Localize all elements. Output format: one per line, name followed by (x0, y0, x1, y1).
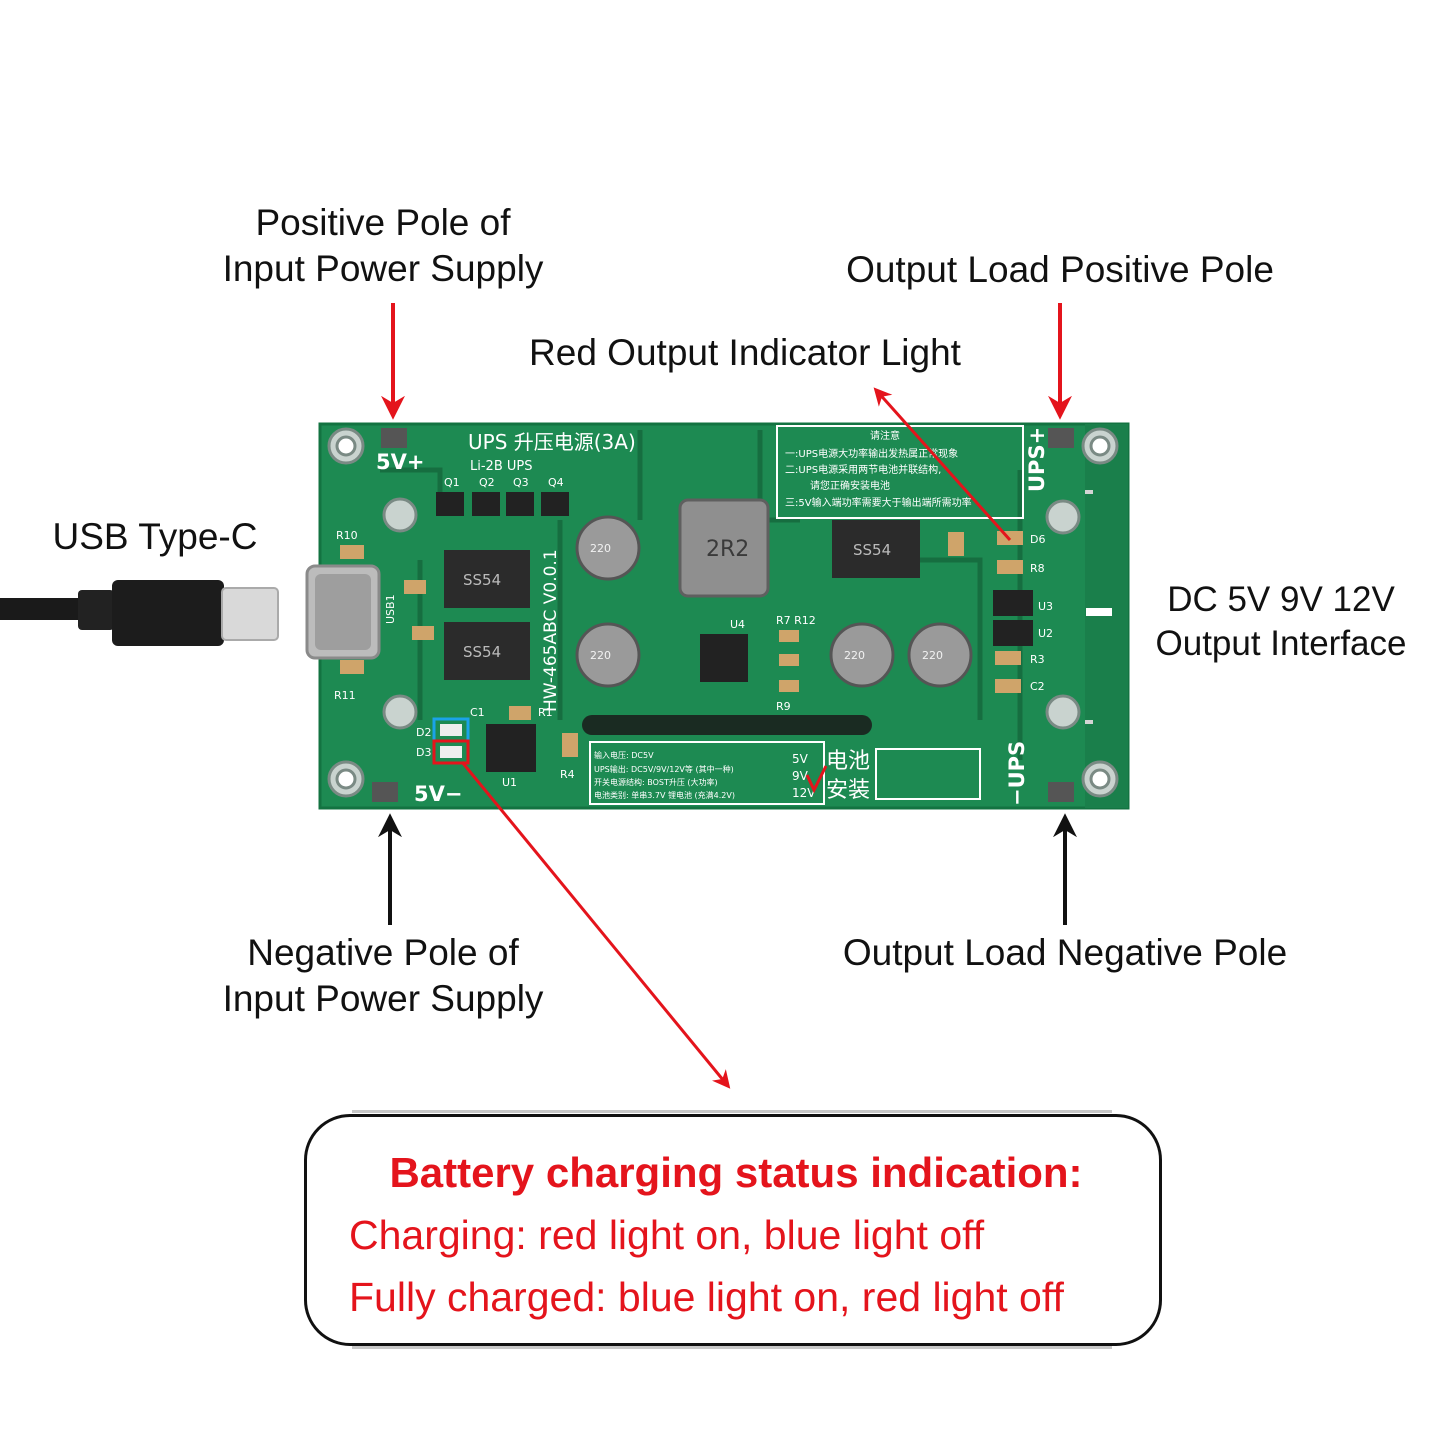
d3-red-led-box (432, 739, 470, 765)
mounting-holes (327, 427, 1119, 798)
diode-marking-3: SS54 (853, 541, 891, 559)
voltage-option-5v: 5V (792, 752, 809, 766)
pcb-board: UPS 升压电源(3A) Li-2B UPS HW-465ABC V0.0.1 … (305, 422, 1130, 810)
ref-c1: C1 (470, 706, 485, 719)
ref-q3: Q3 (513, 476, 529, 489)
notice-1: 一:UPS电源大功率输出发热属正常现象 (785, 447, 958, 460)
ref-usb1: USB1 (384, 594, 397, 624)
callout-arrows (378, 303, 1077, 1089)
ref-c2: C2 (1030, 680, 1045, 693)
label-negative-input: Negative Pole of Input Power Supply (222, 932, 544, 1019)
board-title: UPS 升压电源(3A) (468, 430, 636, 454)
ref-u2: U2 (1038, 627, 1053, 640)
label-red-output-indicator: Red Output Indicator Light (529, 332, 961, 373)
notice-4: 三:5V输入端功率需要大于输出端所需功率 (785, 496, 972, 509)
label-usb-type-c: USB Type-C (52, 516, 258, 557)
ref-d3: D3 (416, 746, 431, 759)
charging-note-charging: Charging: red light on, blue light off (349, 1212, 985, 1258)
label-dc-output: DC 5V 9V 12V Output Interface (1155, 580, 1407, 663)
terminal-ups-minus: −UPS (1005, 741, 1029, 806)
charging-note-full: Fully charged: blue light on, red light … (349, 1274, 1064, 1320)
ref-r8: R8 (1030, 562, 1045, 575)
ref-r4: R4 (560, 768, 575, 781)
inductor (678, 498, 770, 598)
inductor-marking: 2R2 (706, 537, 749, 562)
ref-r10: R10 (336, 529, 358, 542)
spec-2: 开关电源结构: BOST升压 (大功率) (594, 777, 718, 787)
voltage-option-12v: 12V (792, 786, 816, 800)
spec-1: UPS输出: DC5V/9V/12V等 (其中一种) (594, 764, 734, 774)
notice-3: 请您正确安装电池 (810, 479, 890, 492)
cap-marking-2: 220 (590, 649, 611, 662)
ref-q2: Q2 (479, 476, 495, 489)
ref-q1: Q1 (444, 476, 460, 489)
cap-marking-3: 220 (844, 649, 865, 662)
label-positive-input: Positive Pole of Input Power Supply (222, 202, 544, 289)
capacitors (575, 515, 973, 688)
label-output-load-negative: Output Load Negative Pole (842, 932, 1288, 973)
ref-r9: R9 (776, 700, 791, 713)
terminal-ups-plus: UPS+ (1025, 427, 1049, 492)
diode-marking-2: SS54 (463, 643, 501, 661)
ref-u1: U1 (502, 776, 517, 789)
ref-r7r12: R7 R12 (776, 614, 816, 627)
diode-marking-1: SS54 (463, 571, 501, 589)
ref-d6: D6 (1030, 533, 1045, 546)
ss54-diodes (444, 520, 920, 680)
battery-label-1: 安装 (826, 778, 870, 803)
ref-d2: D2 (416, 726, 431, 739)
usb-cable (0, 580, 279, 646)
cap-marking-4: 220 (922, 649, 943, 662)
ref-r11: R11 (334, 689, 356, 702)
board-model: HW-465ABC V0.0.1 (541, 549, 561, 712)
terminal-5v-minus: 5V− (414, 782, 462, 806)
pole-pads (372, 428, 1074, 802)
ref-u4: U4 (730, 618, 745, 631)
notice-2: 二:UPS电源采用两节电池并联结构, (785, 463, 941, 476)
spec-0: 输入电压: DC5V (594, 750, 654, 760)
spec-3: 电池类别: 单串3.7V 锂电池 (充满4.2V) (594, 790, 735, 800)
notice-0: 请注意 (870, 429, 900, 442)
note-top-rule (352, 1110, 1112, 1113)
terminal-5v-plus: 5V+ (376, 450, 424, 474)
board-subtitle: Li-2B UPS (470, 459, 532, 474)
mosfets (436, 492, 569, 516)
voltage-option-9v: 9V (792, 769, 809, 783)
ref-u3: U3 (1038, 600, 1053, 613)
battery-label-0: 电池 (826, 749, 870, 774)
charging-status-note: Battery charging status indication: Char… (304, 1114, 1162, 1346)
ref-r3: R3 (1030, 653, 1045, 666)
ref-r1: R1 (538, 706, 553, 719)
note-bottom-rule (352, 1346, 1112, 1349)
charging-note-title: Battery charging status indication: (389, 1149, 1083, 1196)
cap-marking-1: 220 (590, 542, 611, 555)
ref-q4: Q4 (548, 476, 564, 489)
label-output-load-positive: Output Load Positive Pole (846, 249, 1274, 290)
